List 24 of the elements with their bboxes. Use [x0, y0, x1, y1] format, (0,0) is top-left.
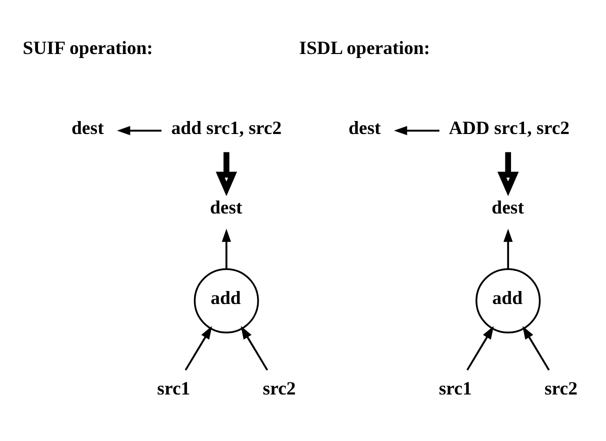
arrow	[503, 228, 513, 269]
node-circle: add	[476, 268, 541, 333]
node-text: add src1, src2	[171, 117, 282, 138]
label: ISDL operation:	[299, 38, 430, 59]
arrow	[497, 152, 519, 196]
arrow	[240, 325, 268, 370]
node-circle: add	[194, 268, 259, 333]
node-text: src2	[262, 378, 296, 399]
arrow	[184, 325, 212, 370]
arrow	[522, 325, 550, 370]
label: SUIF operation:	[22, 38, 153, 59]
node-text: src1	[157, 378, 190, 399]
node-text: dest	[348, 117, 381, 138]
node-text: dest	[71, 117, 104, 138]
node-text: dest	[210, 197, 242, 218]
node-text: src2	[544, 378, 578, 399]
arrow	[117, 126, 162, 135]
node-text: src1	[438, 378, 472, 399]
node-text: dest	[492, 197, 524, 218]
arrow	[394, 126, 440, 135]
arrow	[466, 325, 494, 370]
arrow	[216, 152, 238, 196]
node-text: ADD src1, src2	[448, 117, 570, 138]
arrow	[222, 228, 232, 269]
